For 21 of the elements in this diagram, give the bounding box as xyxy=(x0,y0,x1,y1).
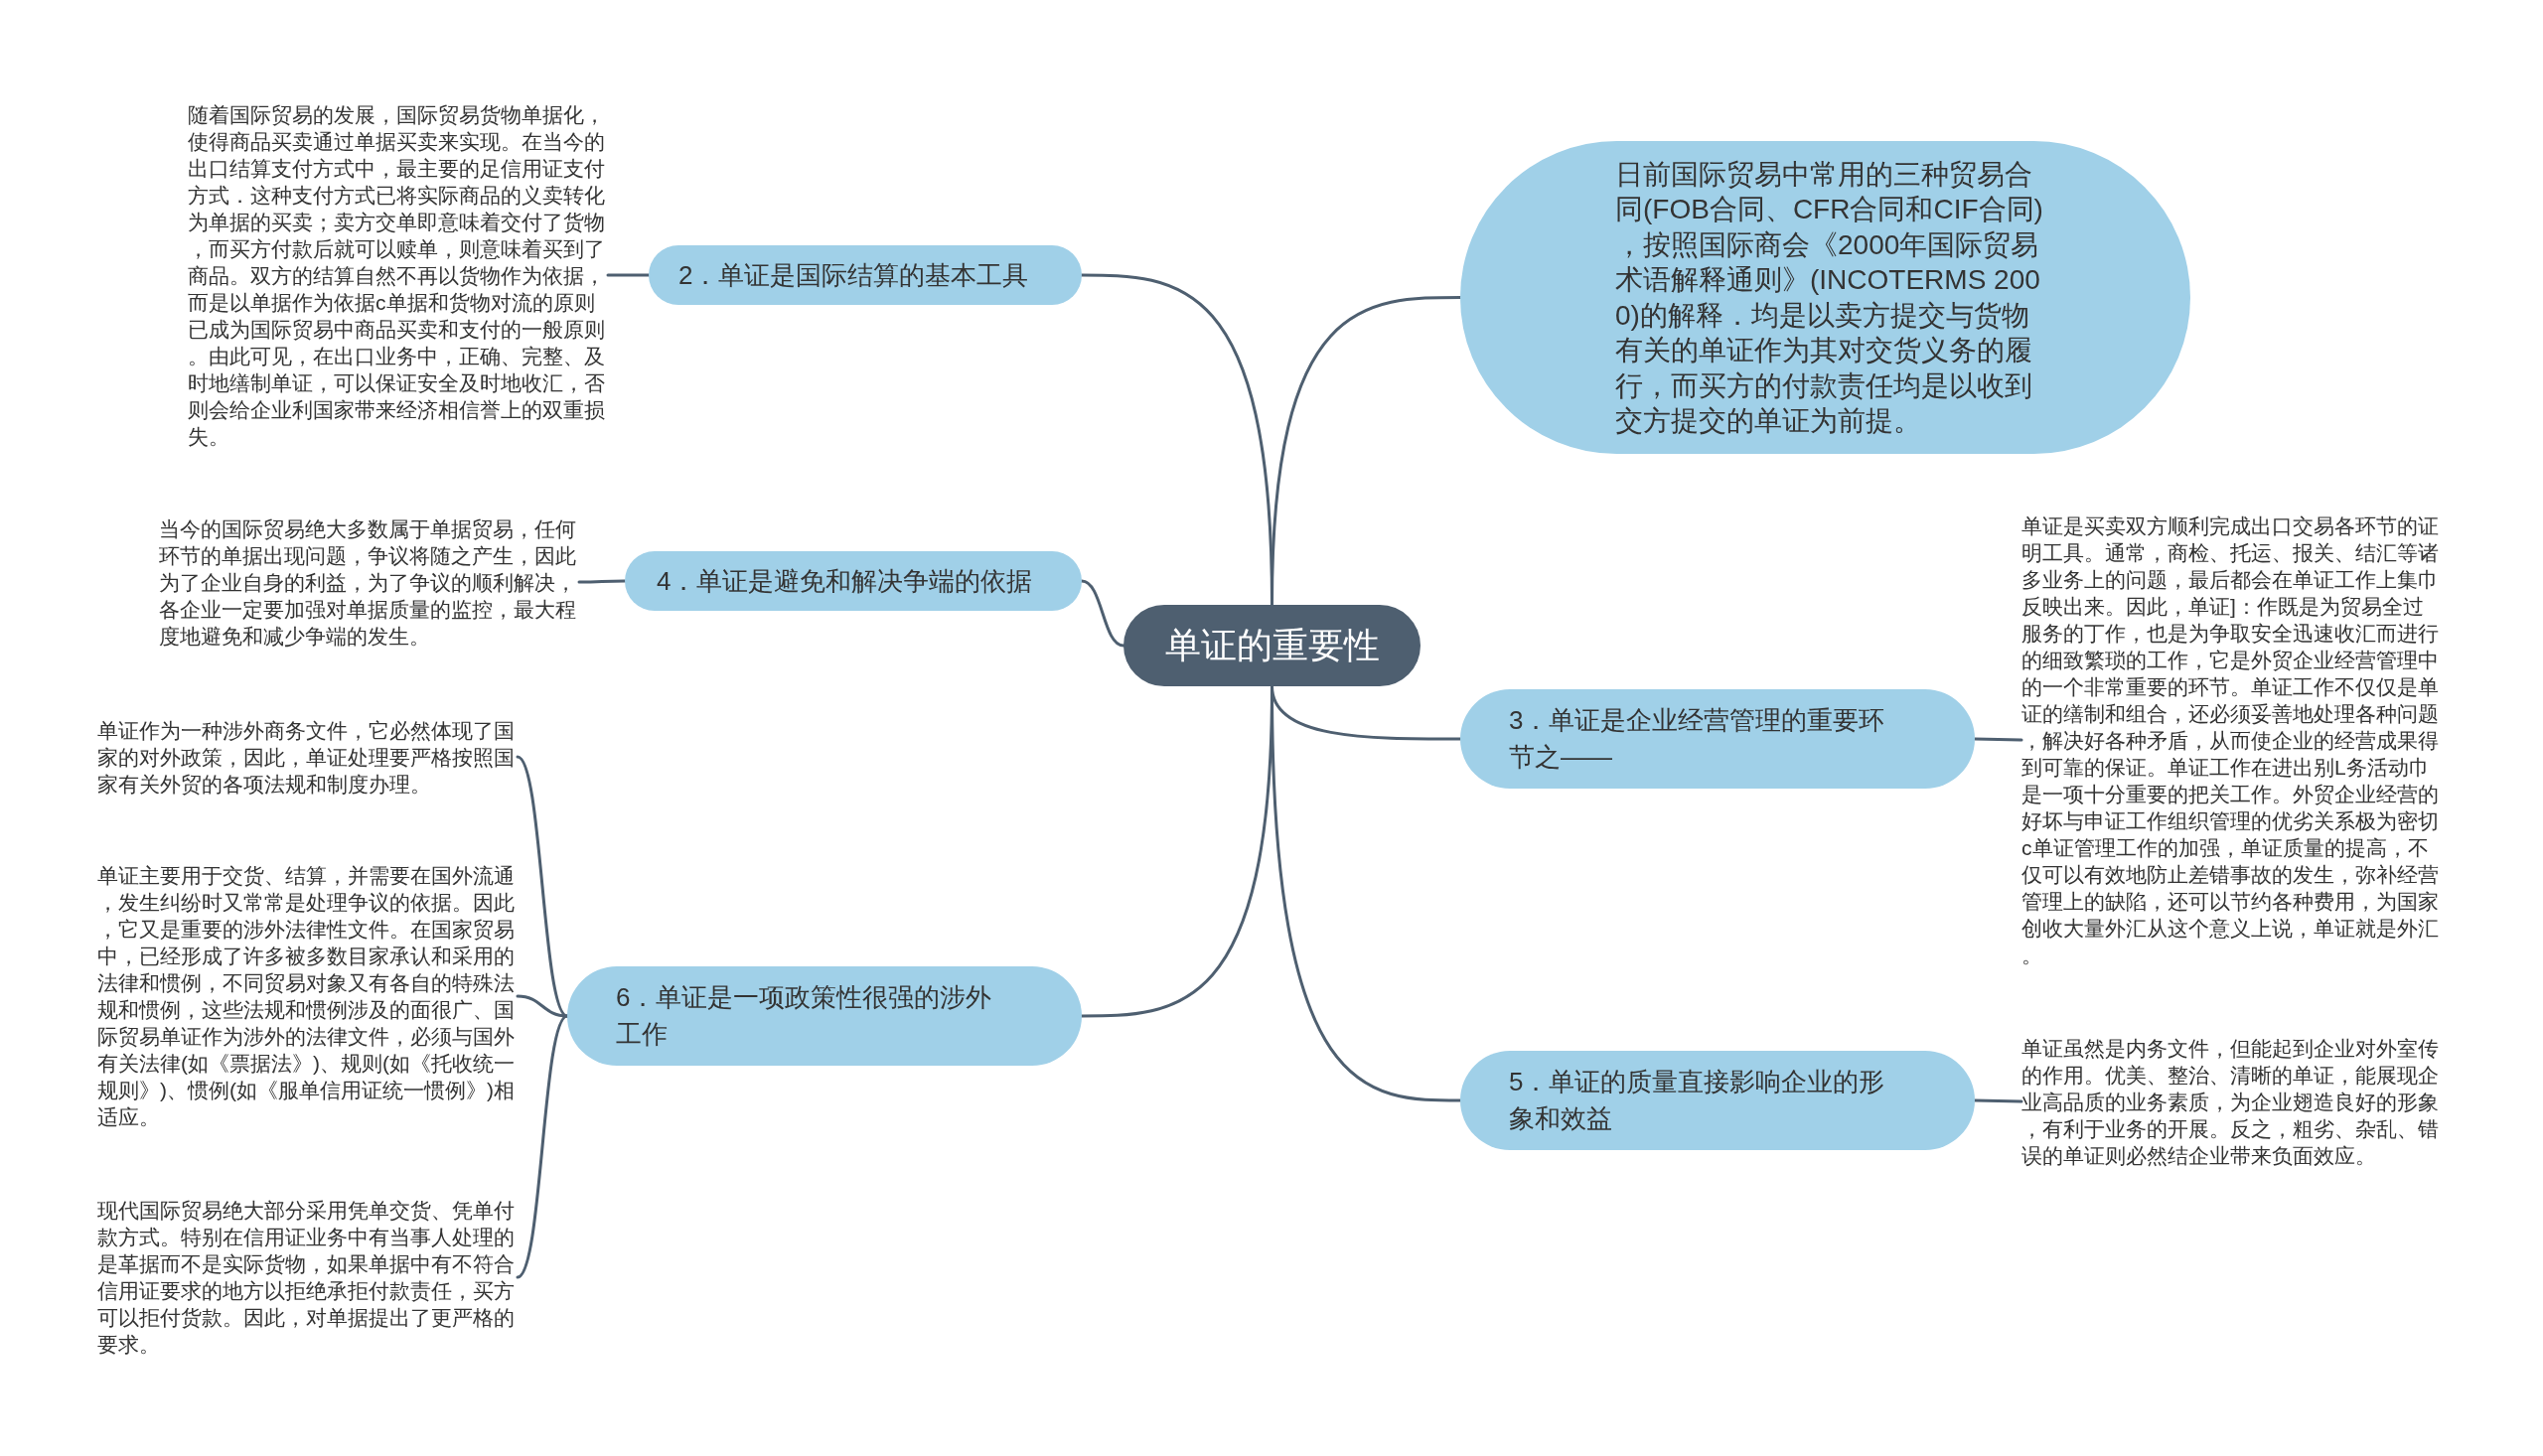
topic-box: 2．单证是国际结算的基本工具 xyxy=(649,245,1082,305)
note-text: 单证作为一种涉外商务文件，它必然体现了国家的对外政策，因此，单证处理要严格按照国家有关外贸的各项法规和制度办理。 xyxy=(97,716,518,798)
note-text: 单证主要用于交货、结算，并需要在国外流通，发生纠纷时又常常是处理争议的依据。因此，它又是重要的涉外法律性文件。在国家贸易中，已经形成了许多被多数目家承认和采用的法律和惯例，不同贸易对象又有各自的特殊法规和惯例，这些法规和惯例涉及的面很广、国际贸易单证作为涉外的法律文件，必须与国外有关法律(如《票据法》)、规则(如《托收统一规则》)、惯例(如《服单信用证统一惯例》)相适应。 xyxy=(97,862,518,1130)
note-text: 当今的国际贸易绝大多数属于单据贸易，任何环节的单据出现问题，争议将随之产生，因此为了企业自身的利益，为了争议的顺利解决，各企业一定要加强对单据质量的监控，最大程度地避免和减少争端的发生。 xyxy=(159,514,579,650)
branch-line xyxy=(516,994,569,1018)
topic-bubble: 日前国际贸易中常用的三种贸易合同(FOB合同、CFR合同和CIF合同)，按照国际商会《2000年国际贸易术语解释通则》(INCOTERMS 2000)的解释．均是以卖方提交与货物有关的单证作为其对交货义务的履行，而买方的付款责任均是以收到交方提交的单证为前提。 xyxy=(1460,141,2190,454)
topic-box: 3．单证是企业经营管理的重要环节之—— xyxy=(1460,689,1975,789)
branch-line xyxy=(1080,579,1125,648)
topic-box: 4．单证是避免和解决争端的依据 xyxy=(625,551,1082,611)
branch-line xyxy=(1973,737,2023,742)
branch-line xyxy=(1973,1098,2023,1103)
note-text: 单证虽然是内务文件，但能起到企业对外室传的作用。优美、整治、清晰的单证，能展现企业高品质的业务素质，为企业翅造良好的形象，有利于业务的开展。反之，粗劣、杂乱、错误的单证则必然结企业带来负面效应。 xyxy=(2021,1034,2442,1169)
note-text: 现代国际贸易绝大部分采用凭单交货、凭单付款方式。特别在信用证业务中有当事人处理的是革据而不是实际货物，如果单据中有不符合信用证要求的地方以拒绝承拒付款责任，买方可以拒付货款。因此，对单据提出了更严格的要求。 xyxy=(97,1197,518,1358)
note-text: 单证是买卖双方顺利完成出口交易各环节的证明工具。通常，商检、托运、报关、结汇等诸多业务上的问题，最后都会在单证工作上集巾反映出来。因此，单证]：作既是为贸易全过服务的丁作，也是为争取安全迅速收汇而进行的细致繁琐的工作，它是外贸企业经营管理中的一个非常重要的环节。单证工作不仅仅是单证的缮制和组合，还必须妥善地处理各种问题，解决好各种矛盾，从而使企业的经营成果得到可靠的保证。单证工作在进出别L务活动巾是一项十分重要的把关工作。外贸企业经营的好坏与申证工作组织管理的优劣关系极为密切c单证管理工作的加强，单证质量的提高，不仅可以有效地防止差错事故的发生，弥补经营管理上的缺陷，还可以节约各种费用，为国家创收大量外汇从这个意义上说，单证就是外汇。 xyxy=(2021,511,2442,968)
branch-line xyxy=(577,579,627,584)
branch-line xyxy=(606,273,651,277)
branch-line xyxy=(516,1014,569,1279)
topic-box: 6．单证是一项政策性很强的涉外工作 xyxy=(567,966,1082,1066)
note-text: 随着国际贸易的发展，国际贸易货物单据化，使得商品买卖通过单据买卖来实现。在当今的出口结算支付方式中，最主要的足信用证支付方式．这种支付方式已将实际商品的义卖转化为单据的买卖；卖方交单即意味着交付了货物，而买方付款后就可以赎单，则意味着买到了商品。双方的结算自然不再以货物作为依据，而是以单据作为依据c单据和货物对流的原则已成为国际贸易中商品买卖和支付的一般原则。由此可见，在出口业务中，正确、完整、及时地缮制单证，可以保证安全及时地收汇，否则会给企业利国家带来经济相信誉上的双重损失。 xyxy=(188,100,608,450)
topic-box: 5．单证的质量直接影响企业的形象和效益 xyxy=(1460,1051,1975,1150)
central-topic-box: 单证的重要性 xyxy=(1123,605,1421,686)
